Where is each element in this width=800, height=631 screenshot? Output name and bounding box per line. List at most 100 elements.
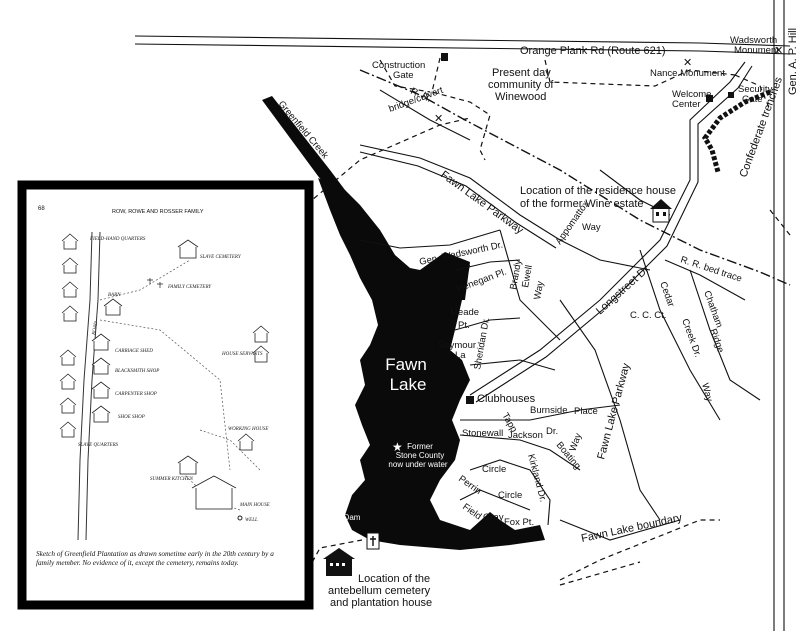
security-gate-marker [728,92,734,98]
welcome-center-marker [706,95,713,102]
cemetery-label-2: antebellum cemetery [328,585,431,597]
inset-carriage-shed: CARRIAGE SHED [115,349,153,354]
inset-working-house: WORKING HOUSE [228,427,268,432]
stonewall-label: Stonewall [462,428,503,439]
welcome-center-label-1: Welcome [672,89,711,100]
railroad-line [359,69,791,286]
security-gate-label-2: Gate [742,94,763,105]
circle-1-label: Circle [482,464,506,475]
inset-slave-quarters: SLAVE QUARTERS [78,443,119,448]
plantation-sketch-inset: 68 ROW, ROWE AND ROSSER FAMILY ROAD [17,180,314,610]
wadsworth-monument-label-2: Monument [734,45,779,56]
construction-gate-marker [441,53,448,61]
fawn-lake-boundary-line [299,57,791,581]
kirkland-label: Kirkland Dr. [525,453,548,503]
inset-blacksmith-shop: BLACKSMITH SHOP [115,369,159,374]
lake-arm-north [420,252,470,300]
ridge-way-label: Way [699,382,715,403]
burial-label-3: now under water [388,460,447,469]
ewell-label: Ewell [520,264,535,288]
security-gate-label-1: Security [738,84,773,95]
inset-quarters-west [59,233,79,438]
inset-summer-kitchen: SUMMER KITCHEN [150,477,194,482]
fawn-lake-boundary-south [307,539,641,586]
inset-path-1 [99,259,261,511]
inset-barn: BARN [108,293,121,298]
fawn-lake [318,178,545,550]
burnside-label: Burnside [530,405,568,416]
lake-label-2: Lake [390,375,427,394]
inset-well: WELL [245,518,258,523]
inset-road-label: ROAD [92,321,99,336]
cedar-label: Cedar [657,280,676,308]
clubhouses-label: Clubhouses [477,393,536,405]
inset-cemetery-cross-1 [147,278,163,288]
inset-family-cemetery: FAMILY CEMETERY [167,285,212,290]
ccct-label: C. C. Ct. [630,310,666,321]
meade-pt-label: Pt. [458,320,470,331]
perrin-label: Perrin [456,473,483,497]
winewood-label-1: Present day [492,67,551,79]
fox-pt-label: Fox Pt. [504,517,534,528]
appomattox-way-label: Way [582,222,601,233]
nance-monument-marker: ✕ [683,57,692,69]
clubhouses-marker [466,396,474,404]
lake-label-1: Fawn [385,355,427,374]
inset-shops-east [91,239,270,510]
inset-page-header: ROW, ROWE AND ROSSER FAMILY [112,209,204,215]
orange-plank-road [134,35,791,55]
inset-page-number: 68 [38,206,45,212]
inset-well-marker [237,515,243,521]
welcome-center-label-2: Center [672,99,701,110]
gray-label: Gray [483,512,504,523]
cemetery-label-1: Location of the [358,573,430,585]
confederate-trenches-line [702,89,771,173]
brandy-label: Brandy [508,259,524,291]
railroad-bridge-marker: ✕ [434,113,443,125]
wadsworth-monument-label-1: Wadsworth [730,35,777,46]
residence-house-icon [650,199,672,223]
nance-monument-label: Nance Monument [650,68,725,79]
chatham-label: Chatham [701,289,725,329]
place-label: Place [574,406,598,417]
cemetery-cross-icon [366,532,380,550]
wadsworth-monument-marker: ✕ [774,45,783,57]
seymour-label: Seymour [438,340,476,351]
inset-house-servants: HOUSE SERVANTS [221,352,263,357]
construction-gate-label-2: Gate [393,70,414,81]
cemetery-label-3: and plantation house [330,597,432,609]
fawn-lake-parkway-north-label: Fawn Lake Parkway [438,169,526,237]
road-network [359,61,761,541]
fawn-lake-boundary-label: Fawn Lake boundary [580,512,683,545]
inset-main-house: MAIN HOUSE [239,503,270,508]
creek-dr-label: Creek Dr. [679,317,703,358]
residence-label-2: of the former Wine estate [520,198,644,210]
construction-gate-label-1: Construction [372,60,425,71]
inset-field-hand-quarters: FIELD-HAND QUARTERS [89,237,146,242]
orange-plank-road-label: Orange Plank Rd (Route 621) [520,45,666,57]
inset-slave-cemetery: SLAVE CEMETERY [200,255,242,260]
jackson-dr-label: Dr. [546,426,558,437]
burial-label-1: Former [407,442,433,451]
inset-road [77,231,101,541]
inset-shoe-shop: SHOE SHOP [118,415,145,420]
gen-ap-hill-label: Gen. A. P. Hill [787,28,799,95]
jackson-label: Jackson [508,430,543,441]
burial-label-2: Stone County [396,451,444,460]
winewood-label-2: community of [488,79,554,91]
inset-caption: Sketch of Greenfield Plantation as drawn… [36,549,274,568]
ewell-way-label: Way [532,280,546,301]
plantation-house-icon [323,548,355,576]
rr-bed-trace-label: R. R. bed trace [679,254,743,284]
burial-ground-star: ★ [392,440,403,454]
greenfield-creek [262,96,360,214]
meade-label: Meade [450,307,479,318]
field-label: Field [460,501,483,522]
winewood-label-3: Winewood [495,91,546,103]
residence-label-1: Location of the residence house [520,185,676,197]
circle-2-label: Circle [498,490,522,501]
seymour-la-label: La [455,350,466,361]
ridge-label: Ridge [707,327,726,354]
dam-label: Dam [344,513,361,522]
